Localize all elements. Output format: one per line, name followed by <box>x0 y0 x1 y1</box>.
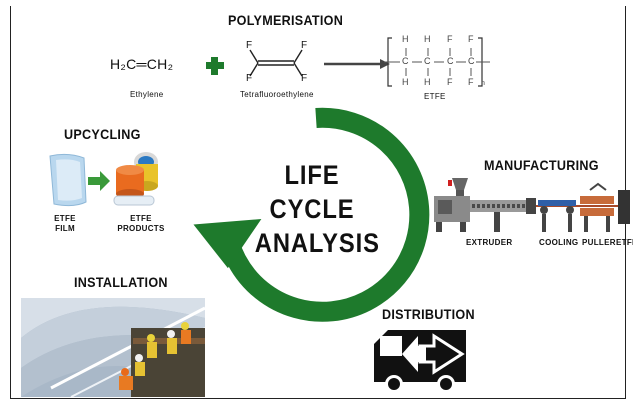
etfe-atom-f-4: F <box>468 77 474 87</box>
etfe-atom-c-3: C <box>447 56 454 66</box>
stage-manufacturing: MANUFACTURING <box>484 157 599 173</box>
etfe-products-label-line-1: ETFE <box>130 214 152 223</box>
etfe-atom-c-4: C <box>468 56 475 66</box>
center-title-line-2: CYCLE <box>269 194 355 224</box>
extruder-label: EXTRUDER <box>466 238 513 247</box>
etfe-atom-c-1: C <box>402 56 409 66</box>
etfe-film-label-line-1: ETFE <box>54 214 76 223</box>
etfe-atom-f-3: F <box>447 77 453 87</box>
installation-photo <box>21 298 205 397</box>
etfe-atom-c-2: C <box>424 56 431 66</box>
ethylene-formula: H₂C═CH₂ <box>110 56 174 72</box>
installation-photo-scene <box>21 298 205 397</box>
etfe-atom-f-1: F <box>447 34 453 44</box>
etfe-atom-f-2: F <box>468 34 474 44</box>
etfe-products-label: ETFE PRODUCTS <box>116 214 166 234</box>
stage-upcycling: UPCYCLING <box>64 126 141 142</box>
atom-f-1: F <box>246 40 253 51</box>
etfe-products-icon <box>113 152 158 206</box>
stage-installation: INSTALLATION <box>74 274 168 290</box>
center-title: LIFE CYCLE ANALYSIS <box>254 158 380 260</box>
center-title-line-1: LIFE <box>284 160 340 190</box>
etfe-atom-h-4: H <box>424 77 431 87</box>
cooling-label: COOLING <box>539 238 579 247</box>
tetrafluoroethylene-label: Tetrafluoroethylene <box>240 90 314 99</box>
atom-f-3: F <box>301 40 308 51</box>
etfe-atom-h-3: H <box>402 77 409 87</box>
delivery-truck-icon <box>374 330 466 393</box>
etfe-subscript-n: n <box>481 80 486 87</box>
stage-polymerisation: POLYMERISATION <box>228 12 344 28</box>
plus-icon <box>206 57 224 75</box>
puller-label: PULLER <box>582 238 616 247</box>
etfe-film-label: ETFE FILM <box>48 214 82 234</box>
manufacturing-line-illustration <box>434 178 630 232</box>
ethylene-label: Ethylene <box>130 90 164 99</box>
etfe-output-label: ETFE <box>616 238 633 247</box>
etfe-products-label-line-2: PRODUCTS <box>117 224 165 233</box>
atom-f-2: F <box>246 73 253 84</box>
atom-f-4: F <box>301 73 308 84</box>
etfe-film-icon <box>49 153 87 207</box>
etfe-label: ETFE <box>424 92 446 101</box>
etfe-atom-h-2: H <box>424 34 431 44</box>
tetrafluoroethylene-structure <box>249 49 303 77</box>
etfe-structure <box>384 37 490 87</box>
etfe-film-label-line-2: FILM <box>55 224 75 233</box>
etfe-atom-h-1: H <box>402 34 409 44</box>
upcycle-arrow-icon <box>88 171 110 191</box>
reaction-arrow <box>324 59 390 69</box>
stage-distribution: DISTRIBUTION <box>382 306 475 322</box>
center-title-line-3: ANALYSIS <box>254 228 380 258</box>
